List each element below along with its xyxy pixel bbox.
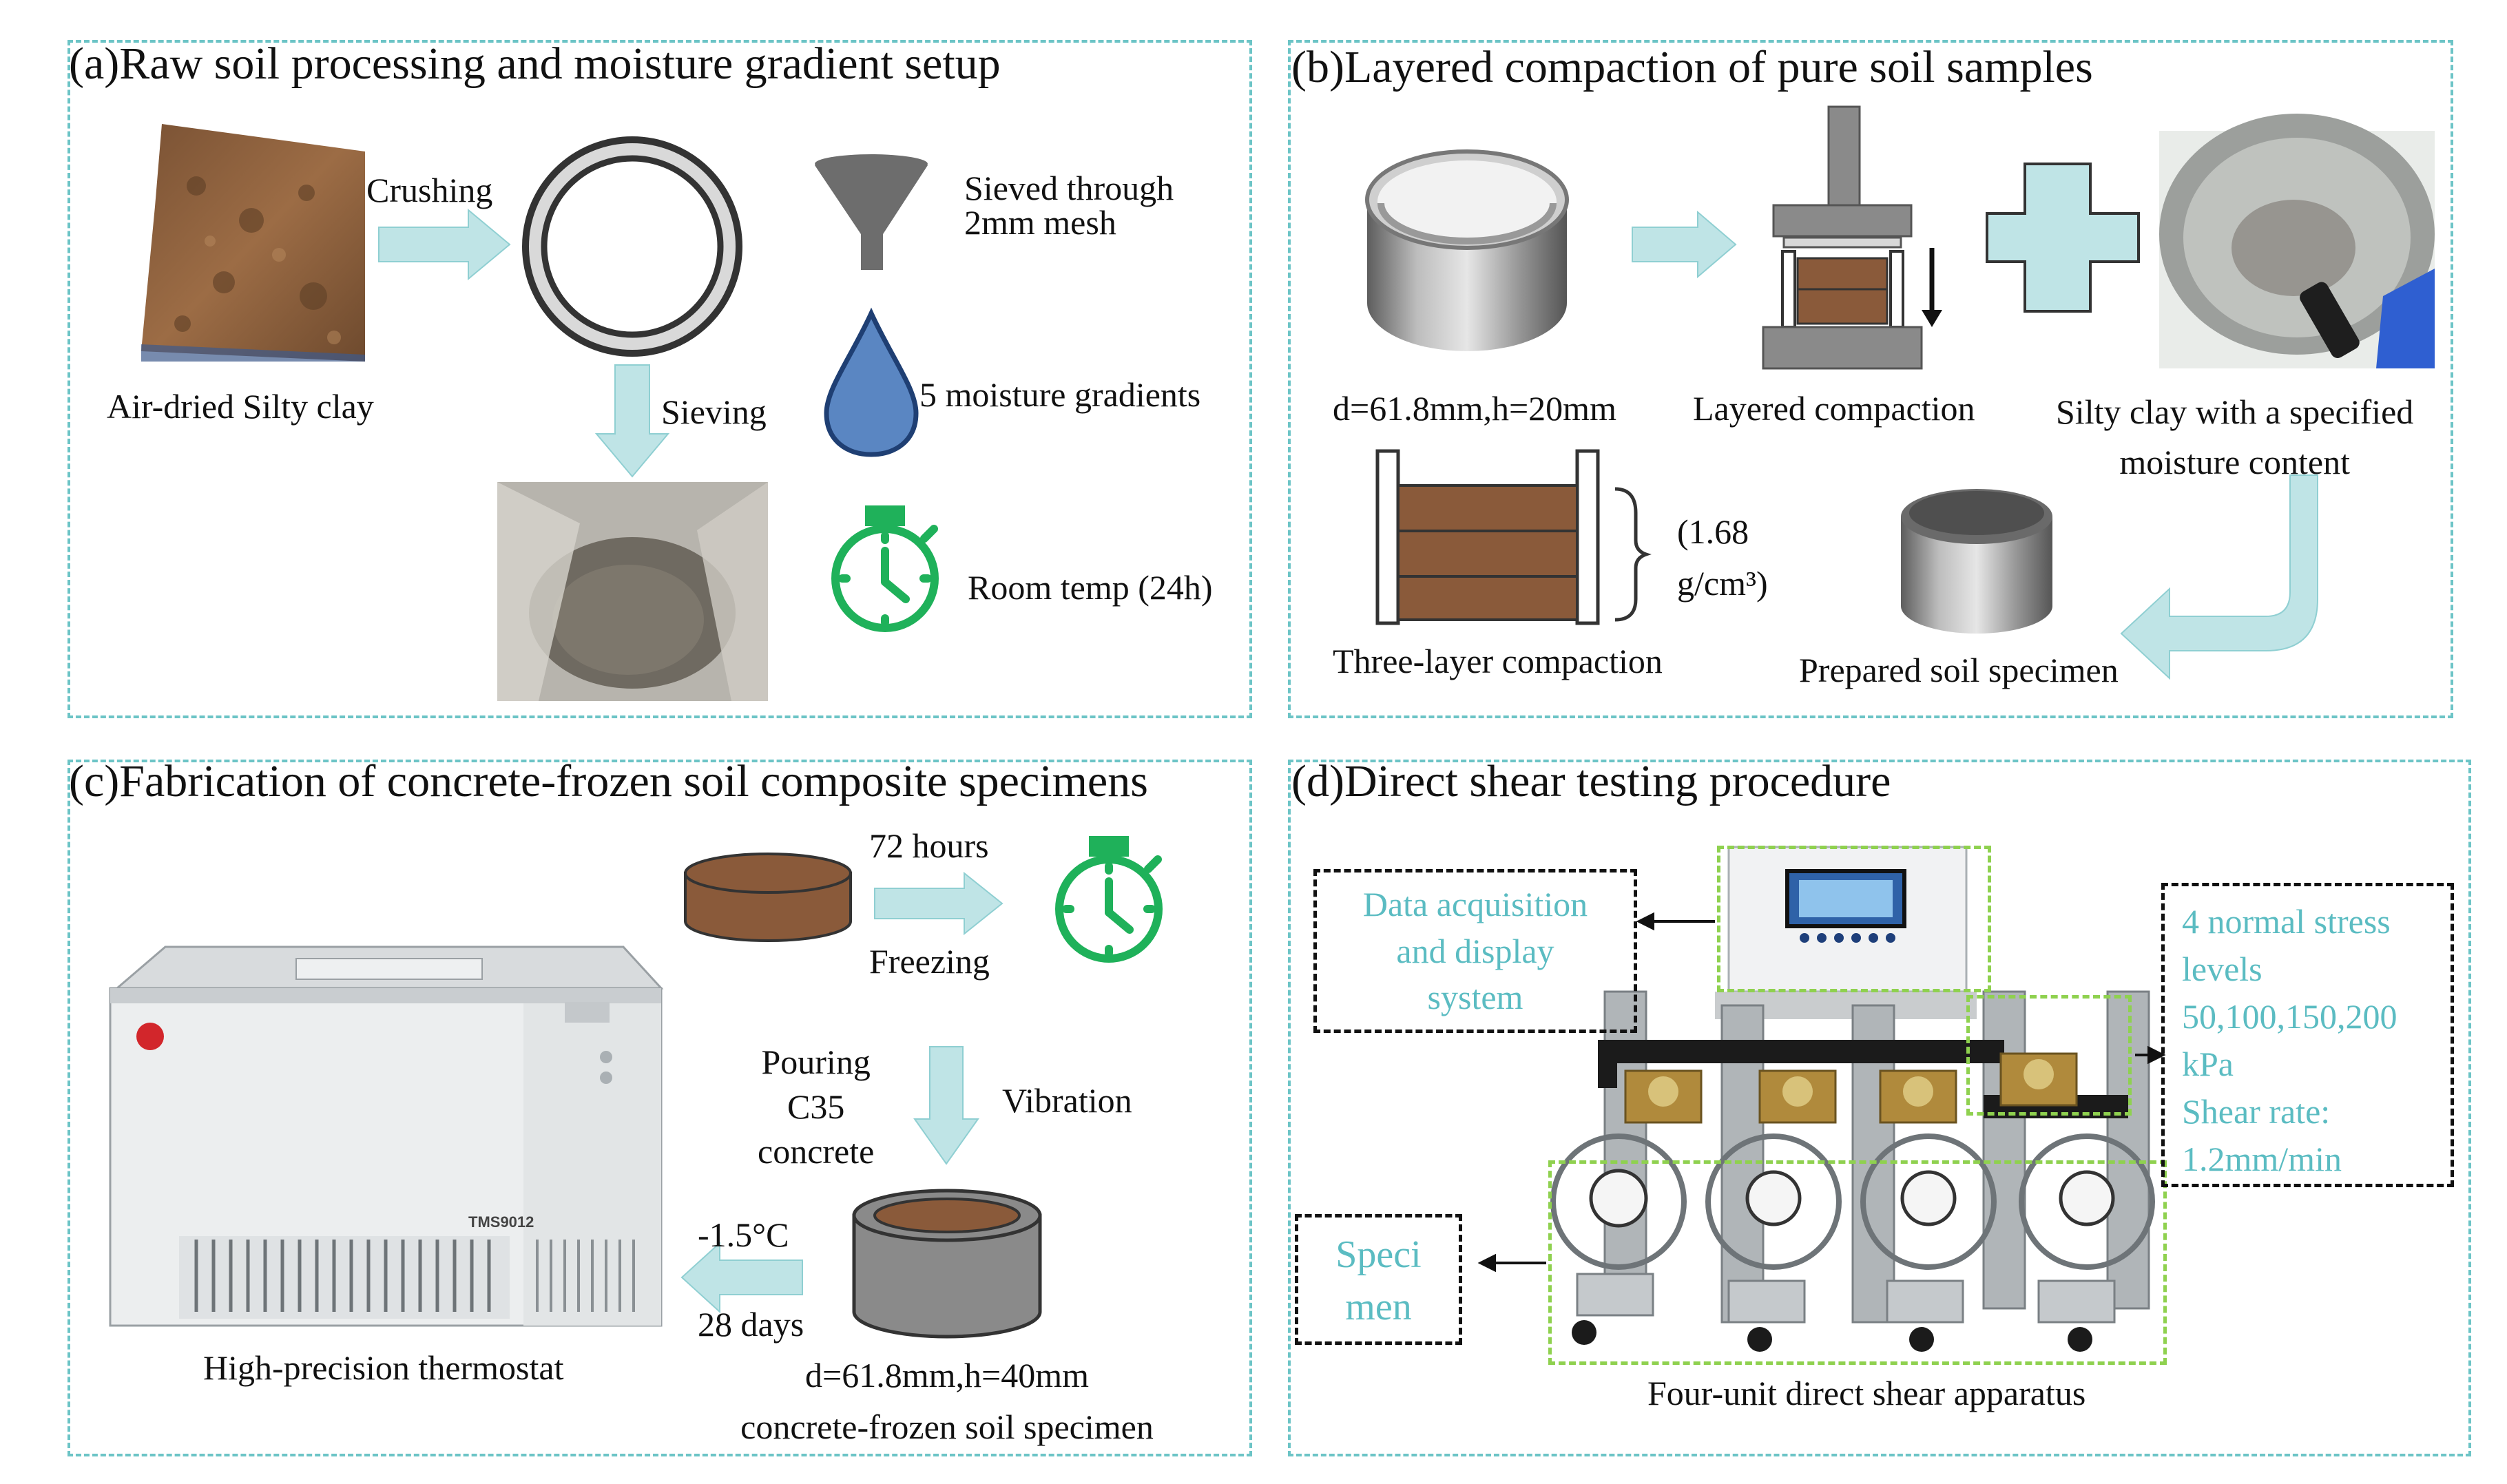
sieved-soil-photo bbox=[497, 482, 768, 701]
panel-a-title: (a)Raw soil processing and moisture grad… bbox=[69, 39, 1001, 89]
panel-d-title: (d)Direct shear testing procedure bbox=[1291, 756, 1891, 806]
panel-c-title: (c)Fabrication of concrete-frozen soil c… bbox=[69, 756, 1148, 806]
prepared-specimen-label: Prepared soil specimen bbox=[1799, 651, 2119, 689]
daq-region-box bbox=[1717, 846, 1991, 992]
crushing-label: Crushing bbox=[366, 171, 493, 209]
specimen-callout-label: Speci men bbox=[1335, 1233, 1422, 1328]
room-temp-label: Room temp (24h) bbox=[968, 568, 1213, 607]
specimen-region-box bbox=[1548, 1160, 2167, 1365]
panel-a bbox=[67, 40, 1252, 718]
sieving-label: Sieving bbox=[661, 393, 767, 431]
panel-b-title: (b)Layered compaction of pure soil sampl… bbox=[1291, 42, 2093, 92]
ring-dims-label: d=61.8mm,h=20mm bbox=[1333, 389, 1616, 428]
daq-callout-label: Data acquisition and display system bbox=[1362, 885, 1588, 1016]
silty-clay-label: Silty clay with a specified moisture con… bbox=[2056, 393, 2414, 481]
temp-label: -1.5°C bbox=[698, 1215, 789, 1254]
apparatus-label: Four-unit direct shear apparatus bbox=[1647, 1374, 2086, 1412]
pouring-label: Pouring C35 concrete bbox=[758, 1043, 875, 1171]
layered-compaction-label: Layered compaction bbox=[1693, 389, 1975, 428]
thermostat-model-label: TMS9012 bbox=[468, 1213, 534, 1231]
moisture-gradients-label: 5 moisture gradients bbox=[919, 375, 1201, 414]
panel-d bbox=[1288, 760, 2471, 1456]
freezing-label: Freezing bbox=[869, 942, 990, 981]
panel-b bbox=[1288, 40, 2453, 718]
thermostat-label: High-precision thermostat bbox=[203, 1348, 564, 1387]
panel-c bbox=[67, 760, 1252, 1456]
stress-callout-box bbox=[2161, 883, 2454, 1187]
days-label: 28 days bbox=[698, 1305, 804, 1344]
air-dried-soil-photo bbox=[141, 124, 365, 362]
hours-label: 72 hours bbox=[869, 826, 989, 865]
daq-callout-box bbox=[1313, 869, 1637, 1033]
shear-unit-region-box bbox=[1966, 995, 2132, 1116]
specimen-callout-box bbox=[1295, 1214, 1462, 1345]
density-label: (1.68 g/cm³) bbox=[1677, 512, 1768, 603]
three-layer-label: Three-layer compaction bbox=[1333, 642, 1663, 680]
air-dried-label: Air-dried Silty clay bbox=[107, 387, 374, 426]
specimen-dims-label: d=61.8mm,h=40mm concrete-frozen soil spe… bbox=[740, 1356, 1154, 1446]
stress-callout-label: 4 normal stress levels 50,100,150,200 kP… bbox=[2182, 902, 2397, 1178]
vibration-label: Vibration bbox=[1002, 1081, 1132, 1120]
sieved-through-label: Sieved through 2mm mesh bbox=[964, 169, 1174, 242]
